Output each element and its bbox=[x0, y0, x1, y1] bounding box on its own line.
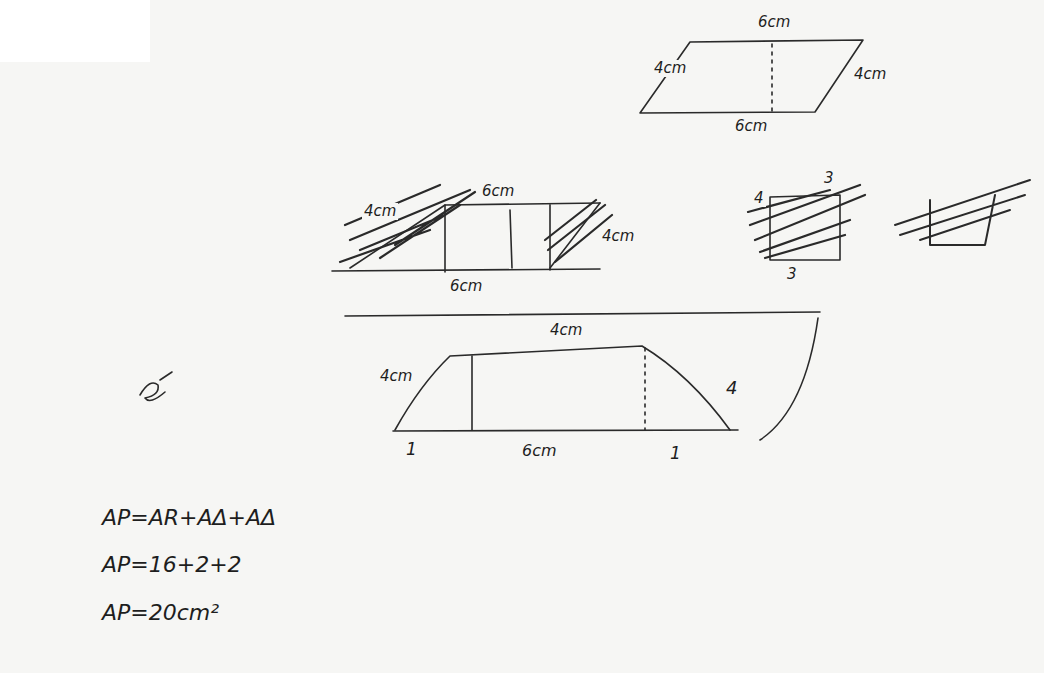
area-formula: AP=20cm² bbox=[100, 600, 221, 625]
dimension-label: 6cm bbox=[480, 183, 516, 200]
area-formula: AP=AR+AΔ+AΔ bbox=[100, 505, 278, 530]
dimension-label: 3 bbox=[785, 266, 799, 283]
pen-scribble bbox=[140, 372, 172, 400]
dimension-label: 1 bbox=[404, 440, 419, 460]
parallelogram-sides bbox=[350, 203, 600, 268]
height-line bbox=[471, 356, 473, 430]
dimension-label: 4cm bbox=[652, 60, 688, 77]
dimension-label: 1 bbox=[668, 444, 683, 464]
separator-line bbox=[345, 312, 820, 316]
dimension-label: 4 bbox=[724, 378, 739, 399]
height-line bbox=[771, 44, 773, 111]
square-hatching bbox=[748, 185, 865, 258]
parallelogram bbox=[640, 40, 863, 113]
dimension-label: 4cm bbox=[600, 228, 636, 245]
dimension-label: 4cm bbox=[852, 66, 888, 83]
scratch-hatching bbox=[340, 185, 612, 262]
paper-patch bbox=[0, 0, 150, 62]
trapezoid-base bbox=[393, 430, 738, 431]
bracket bbox=[760, 318, 818, 440]
small-sketch bbox=[895, 180, 1030, 245]
dimension-label: 4cm bbox=[362, 203, 398, 220]
dimension-label: 6cm bbox=[733, 118, 769, 135]
dimension-label: 4cm bbox=[378, 368, 414, 385]
trapezoid-outline bbox=[395, 346, 730, 430]
scribble-baseline bbox=[332, 269, 600, 271]
dimension-label: 6cm bbox=[520, 442, 559, 460]
height-line bbox=[644, 348, 646, 430]
dimension-label: 4 bbox=[752, 190, 766, 207]
dimension-label: 4cm bbox=[548, 322, 584, 339]
rectangle-sketch bbox=[445, 203, 600, 272]
dimension-label: 6cm bbox=[756, 14, 792, 31]
area-formula: AP=16+2+2 bbox=[100, 552, 244, 577]
dimension-label: 6cm bbox=[448, 278, 484, 295]
dimension-label: 3 bbox=[822, 170, 836, 187]
